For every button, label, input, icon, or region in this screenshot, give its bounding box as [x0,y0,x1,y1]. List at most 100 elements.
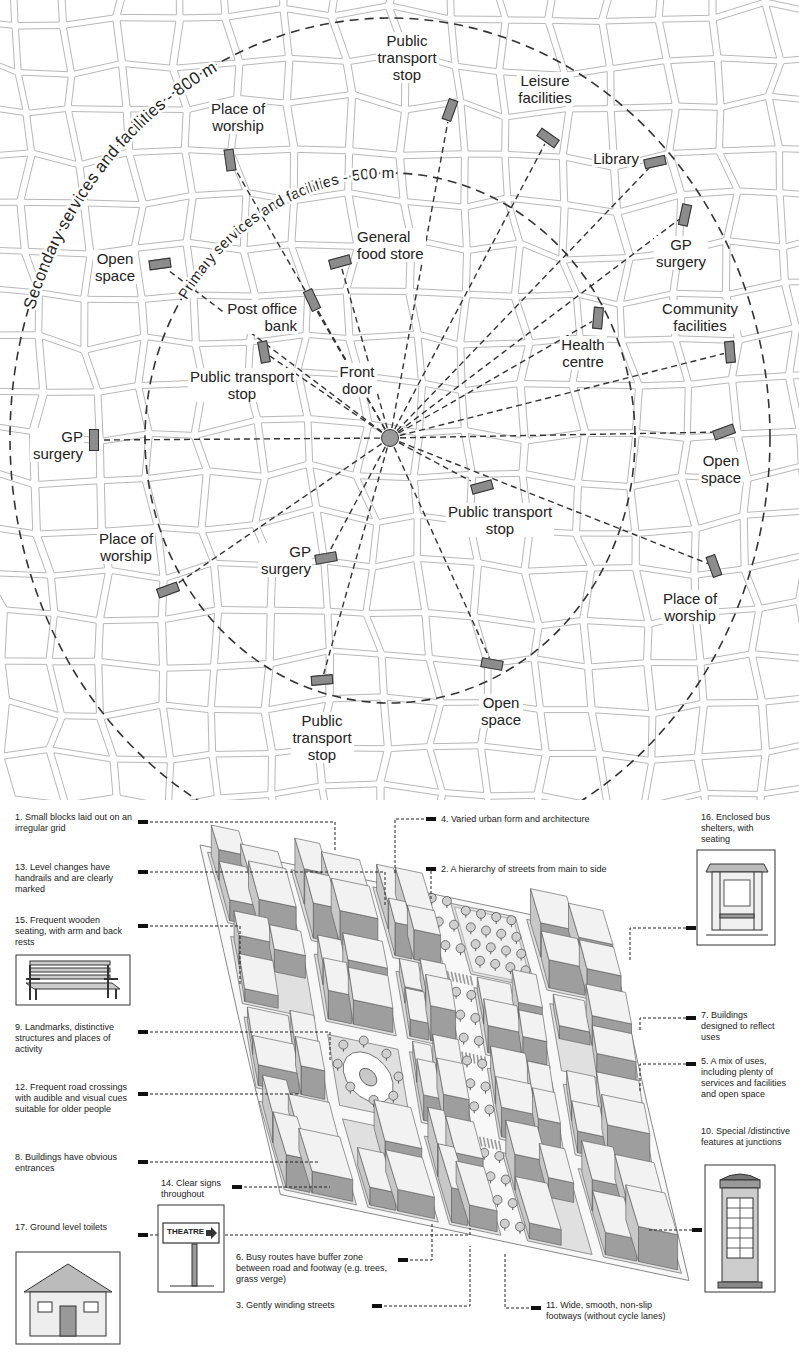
street-block [765,745,799,791]
building-roof [533,1088,561,1124]
callout-text: 10. Special /distinctive features at jun… [700,1126,792,1148]
building-side [414,930,441,965]
street-block [518,247,572,294]
street-block [19,29,68,72]
tree-crown [467,990,476,999]
facility-label: Open space [699,452,743,486]
callout-text: 4. Varied urban form and architecture [440,814,590,825]
facility-marker: GP surgery [315,553,337,563]
street-block [769,6,799,58]
leader-line [640,1018,686,1032]
street-block [708,796,757,800]
callout-marker [531,1306,541,1310]
street-block [104,709,166,758]
street-block [413,295,462,342]
street-block [146,298,193,341]
street-block [538,662,588,707]
street-block [566,208,625,257]
street-block [468,201,516,247]
facility-marker: GP surgery [89,429,99,451]
building-roof [323,958,351,995]
building-roof [496,1077,537,1115]
street-block [542,756,604,800]
leader-line [505,1252,529,1308]
shelter-glass [712,872,762,930]
street-block [673,109,717,150]
shelter-roof [706,864,768,872]
zebra-stripe [463,974,465,984]
facility-marker: Public transport stop [445,99,455,121]
street-block [508,157,560,201]
street-block [478,620,535,661]
tree-crown [346,1082,355,1091]
dashed-connector [397,168,649,431]
street-block [606,0,659,18]
street-block [54,753,113,800]
street-block [552,23,606,72]
street-block [756,657,799,699]
street-block [417,433,468,475]
street-block [606,23,663,66]
building-roof [484,999,521,1033]
street-block [166,670,210,707]
tree-crown [476,956,485,965]
inset-frame [158,1205,224,1292]
street-block [384,787,438,800]
street-block [698,519,741,572]
street-block [789,285,799,325]
facility-marker: Open space [149,259,171,269]
street-block [295,196,353,243]
building-roof [331,878,378,918]
tree-crown [471,1013,480,1022]
sign-inset [158,1205,224,1292]
building-roof [343,933,388,968]
catchment-ring [145,173,635,703]
street-block [511,202,561,256]
phone-box-door [727,1198,753,1258]
callout-text: 14. Clear signs throughout [160,1178,224,1200]
street-block [552,0,608,19]
street-block [477,566,534,622]
building-roof [299,1128,353,1179]
street-block [216,756,269,795]
street-block [729,244,781,291]
callout-marker [686,1062,696,1066]
leader-line [648,1230,692,1231]
building-roof [253,1036,299,1074]
facility-label: Public transport stop [291,712,354,763]
street-block [614,64,672,105]
landmark-monument [360,1068,377,1086]
tree-crown [339,1040,348,1049]
tree-crown [478,1059,487,1068]
building-roof [586,984,631,1024]
facility-label: Place of worship [661,590,719,624]
building-roof [374,1100,422,1149]
callout-marker [138,1030,148,1034]
tree-crown [492,913,501,922]
tree-crown [459,1033,468,1042]
street-block [117,762,167,800]
street-block [429,616,484,661]
tree-crown [491,959,500,968]
zebra-stripe [455,973,457,983]
street-block [663,21,714,58]
street-block [191,246,252,293]
callout-markers [138,817,702,1310]
dashed-connector [177,444,382,584]
inset-frame [697,850,775,945]
dashed-connector [394,447,489,658]
street-block [287,0,335,12]
street-block [567,161,614,209]
street-block [333,654,380,696]
facility-marker: Leisure facilities [537,133,559,143]
street-block [508,112,565,154]
ring-label: Secondary services and facilities - 800 … [20,58,220,312]
tree-crown [389,1091,398,1100]
building-roof [572,1101,606,1137]
building-roof [239,954,278,996]
leader-line [150,872,385,905]
facility-label: Place of worship [97,530,155,564]
facility-marker: Community facilities [725,341,735,363]
street-block [0,530,46,573]
tree-crown [333,1059,342,1068]
